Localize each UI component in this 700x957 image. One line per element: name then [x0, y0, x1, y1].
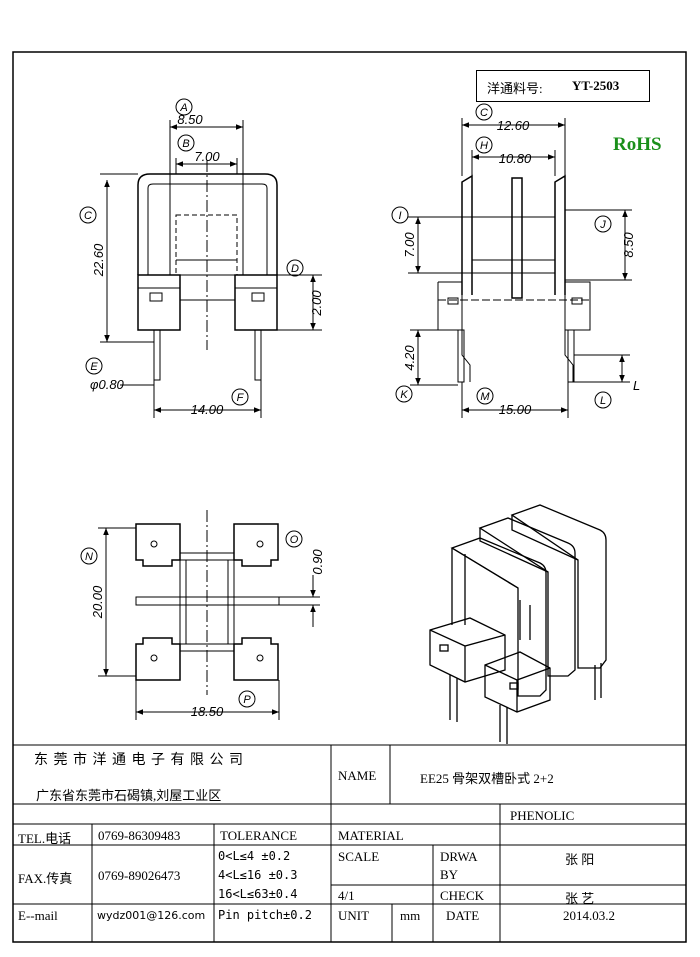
- rohs-mark: RoHS: [613, 134, 662, 155]
- drawn-by-value: 张 阳: [565, 852, 595, 867]
- name-value: EE25 骨架双槽卧式 2+2: [420, 771, 554, 786]
- ref-letter: O: [290, 534, 299, 546]
- email-label: E--mail: [18, 908, 58, 923]
- ref-letter: I: [398, 210, 401, 222]
- tolerance-row-2: 4<L≤16 ±0.3: [218, 868, 298, 882]
- dim-A: 8.50: [177, 112, 203, 127]
- dim-I: 7.00: [402, 232, 417, 258]
- dimension-text: 8.50 7.00 22.60 2.00 φ0.80 14.00 12.60 1…: [90, 112, 640, 719]
- ref-letter: H: [480, 140, 488, 152]
- unit-value: mm: [400, 908, 421, 923]
- side-view: [408, 118, 632, 418]
- tolerance-row-3: 16<L≤63±0.4: [218, 887, 298, 901]
- title-block-grid: [13, 744, 686, 942]
- date-value: 2014.03.2: [563, 908, 615, 923]
- material-value: PHENOLIC: [510, 808, 575, 823]
- ref-letter: C: [84, 210, 92, 222]
- dim-O: 0.90: [310, 549, 325, 575]
- ref-letter: A: [179, 102, 187, 114]
- part-number-label: 洋通料号:: [487, 81, 543, 96]
- tolerance-label: TOLERANCE: [220, 828, 298, 843]
- drawn-by-label-1: DRWA: [440, 849, 478, 864]
- reference-letters: A B C D E F C H I J K M L N O P: [79, 98, 612, 708]
- dim-P: 18.50: [191, 704, 224, 719]
- company-name: 东 莞 市 洋 通 电 子 有 限 公 司: [34, 753, 244, 768]
- date-label: DATE: [446, 908, 480, 923]
- front-view: [100, 120, 322, 418]
- tolerance-row-1: 0<L≤4 ±0.2: [218, 849, 291, 863]
- ref-letter: D: [291, 263, 299, 275]
- email-value: wydz001@126.com: [97, 909, 206, 922]
- ref-letter: E: [90, 361, 98, 373]
- ref-letter: K: [400, 389, 408, 401]
- dim-N: 20.00: [90, 585, 105, 619]
- dim-H: 10.80: [499, 151, 532, 166]
- ref-letter: C: [480, 107, 488, 119]
- dim-D: 2.00: [309, 290, 324, 317]
- ref-letter: B: [182, 138, 189, 150]
- fax-value: 0769-89026473: [98, 868, 181, 883]
- dim-L: L: [633, 378, 640, 393]
- ref-letter: L: [600, 395, 606, 407]
- tel-label: TEL.电话: [18, 831, 72, 846]
- part-number-box: 洋通料号: YT-2503: [476, 70, 650, 102]
- ref-letter: N: [85, 551, 93, 563]
- isometric-view: [429, 504, 607, 744]
- bottom-view: [98, 510, 320, 720]
- dim-K: 4.20: [402, 345, 417, 371]
- dim-C2: 12.60: [497, 118, 530, 133]
- drawn-by-label-2: BY: [440, 867, 459, 882]
- dim-C: 22.60: [91, 243, 106, 277]
- dim-F: 14.00: [191, 402, 224, 417]
- scale-value: 4/1: [338, 888, 355, 903]
- fax-label: FAX.传真: [18, 871, 73, 886]
- ref-letter: J: [599, 219, 606, 231]
- name-label: NAME: [338, 768, 377, 783]
- material-label: MATERIAL: [338, 828, 404, 843]
- ref-letter: F: [237, 392, 245, 404]
- company-address: 广东省东莞市石碣镇,刘屋工业区: [36, 788, 222, 803]
- tolerance-row-4: Pin pitch±0.2: [218, 908, 312, 922]
- scale-label: SCALE: [338, 849, 380, 864]
- dim-J: 8.50: [621, 232, 636, 258]
- dim-M: 15.00: [499, 402, 532, 417]
- tel-value: 0769-86309483: [98, 828, 181, 843]
- part-number-value: YT-2503: [572, 78, 620, 93]
- unit-label: UNIT: [338, 908, 370, 923]
- dim-E: φ0.80: [90, 377, 125, 392]
- check-label: CHECK: [440, 888, 485, 903]
- ref-letter: M: [480, 391, 490, 403]
- check-value: 张 艺: [565, 891, 595, 906]
- dim-B: 7.00: [194, 149, 220, 164]
- ref-letter: P: [243, 694, 251, 706]
